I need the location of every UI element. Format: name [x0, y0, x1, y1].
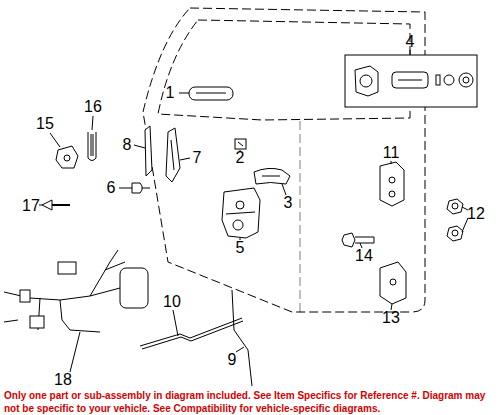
callout-number: 1 [165, 85, 176, 101]
callout-number: 15 [35, 116, 55, 132]
callout-number: 13 [381, 310, 401, 326]
callout-number: 8 [122, 137, 133, 153]
callout-number: 5 [235, 240, 246, 256]
callout-number: 17 [21, 198, 41, 214]
callout-number: 14 [354, 248, 374, 264]
callout-number: 6 [106, 180, 117, 196]
callout-number: 9 [227, 352, 238, 368]
callout-number: 7 [192, 150, 203, 166]
disclaimer-caption: Only one part or sub-assembly in diagram… [4, 389, 496, 415]
callout-number: 18 [53, 372, 73, 388]
callout-number: 12 [466, 206, 486, 222]
callout-number: 4 [405, 34, 416, 50]
callout-number: 3 [283, 195, 294, 211]
callout-number: 10 [162, 294, 182, 310]
callout-number: 16 [83, 99, 103, 115]
callout-number: 11 [382, 145, 401, 161]
callout-number: 2 [235, 150, 246, 166]
